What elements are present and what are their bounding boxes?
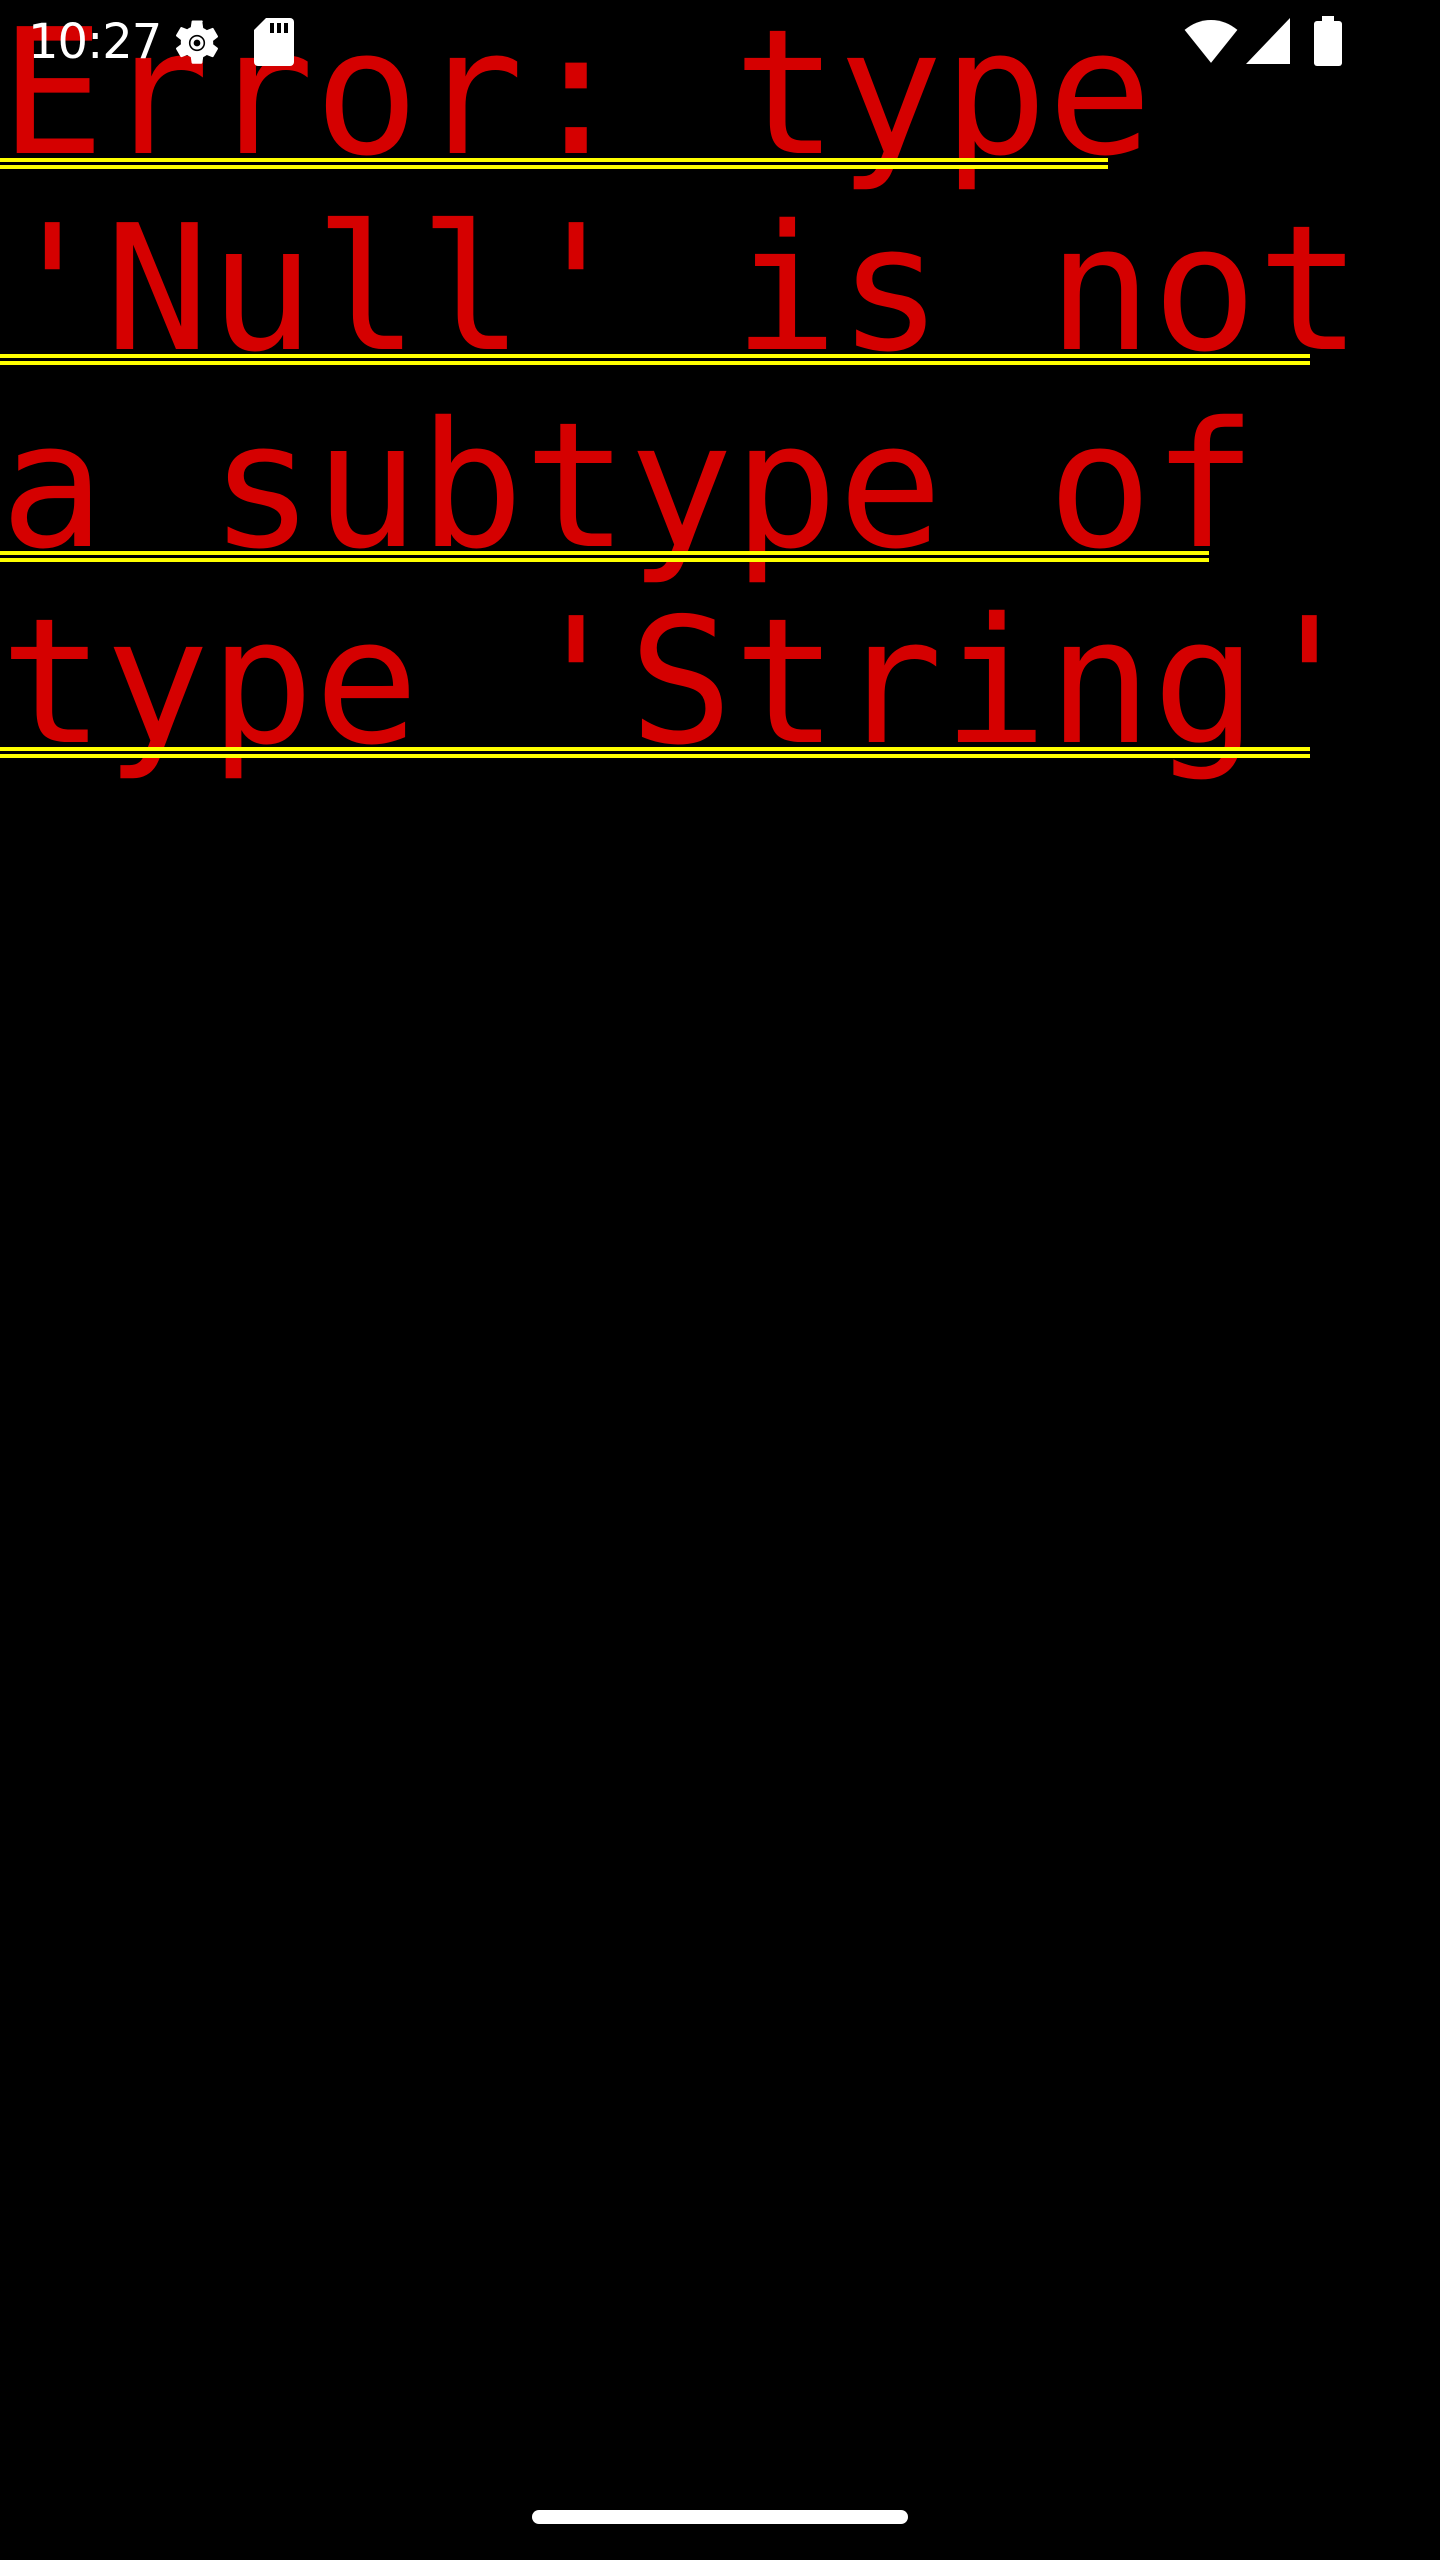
error-underline — [0, 158, 1108, 176]
navigation-handle[interactable] — [532, 2510, 908, 2524]
status-bar: 10:27 — [0, 0, 1440, 84]
wifi-icon — [1184, 20, 1238, 63]
error-line: a subtype of — [0, 389, 1257, 585]
error-underline — [0, 354, 1310, 372]
cell-signal-icon — [1246, 18, 1290, 64]
battery-icon — [1314, 16, 1342, 66]
settings-icon — [175, 20, 219, 64]
error-underline — [0, 551, 1209, 569]
error-line: Error: type — [0, 0, 1152, 192]
sd-card-icon — [254, 18, 294, 66]
error-line: 'Null' is not — [0, 192, 1362, 388]
error-underline — [0, 747, 1310, 765]
status-time: 10:27 — [28, 14, 162, 70]
error-line: type 'String' — [0, 585, 1362, 781]
